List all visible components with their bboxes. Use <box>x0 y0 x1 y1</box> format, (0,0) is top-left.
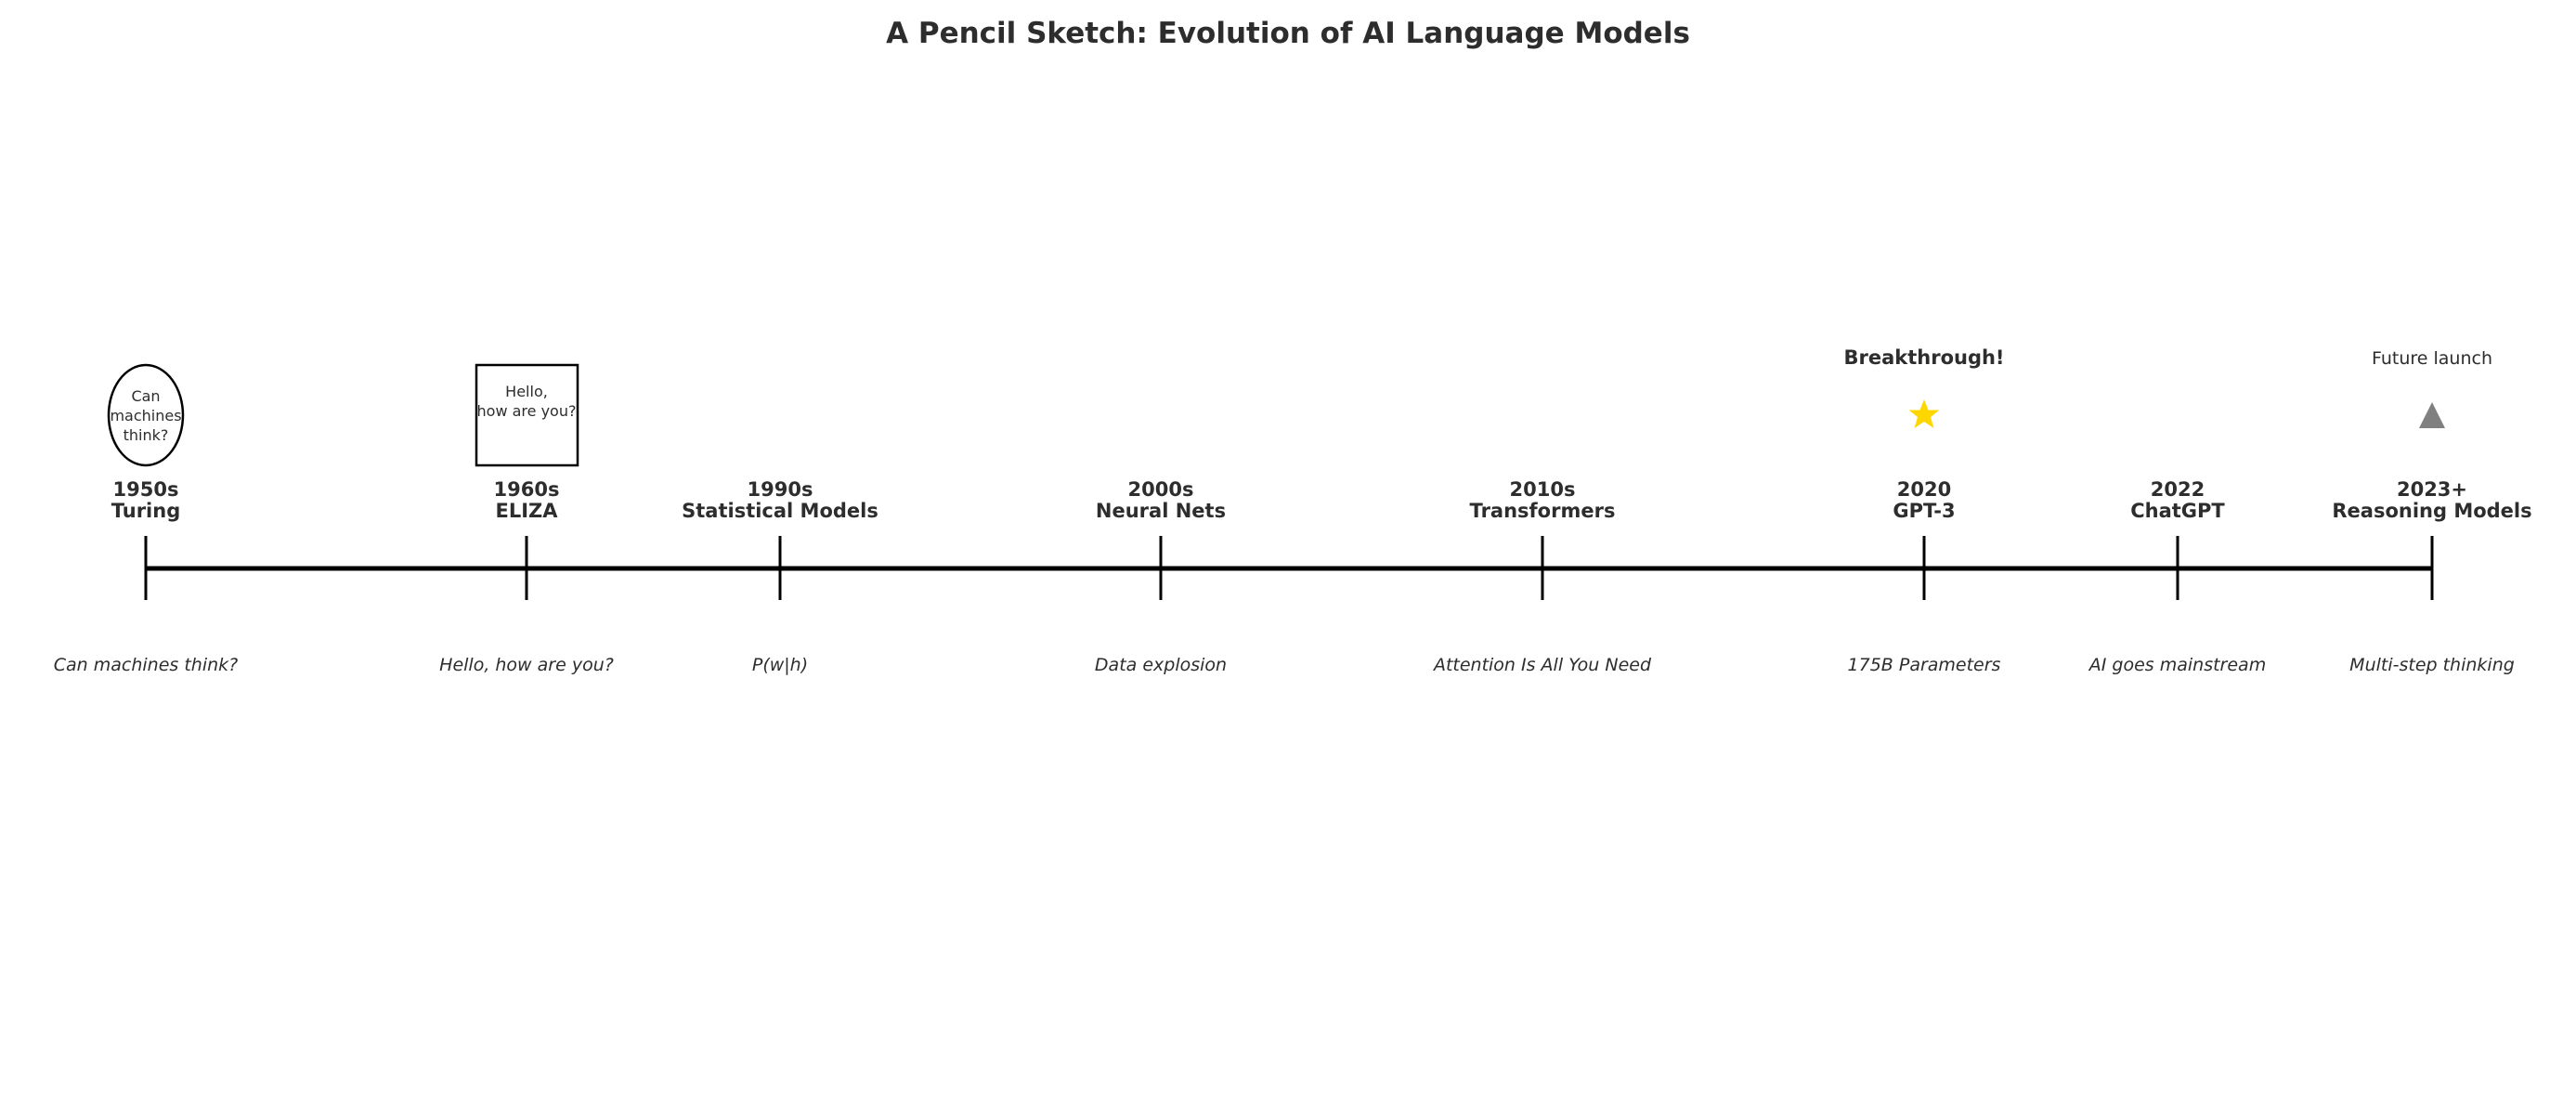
milestone-caption: AI goes mainstream <box>2088 655 2266 675</box>
milestone-name: Statistical Models <box>682 500 878 522</box>
eliza-chat-box: Hello, how are you? <box>475 363 579 467</box>
star-icon <box>1908 399 1940 428</box>
bubble-line: machines <box>110 407 181 424</box>
milestone-period: 1960s <box>494 478 560 501</box>
chat-line: how are you? <box>477 402 577 420</box>
milestone-period: 2010s <box>1510 478 1576 501</box>
milestone-caption: Attention Is All You Need <box>1432 655 1652 675</box>
milestone-name: Reasoning Models <box>2332 500 2531 522</box>
milestone-period: 2000s <box>1128 478 1194 501</box>
breakthrough-label: Breakthrough! <box>1843 346 2004 369</box>
milestone-name: ChatGPT <box>2130 500 2225 522</box>
milestone-period: 2023+ <box>2397 478 2467 501</box>
diagram-title: A Pencil Sketch: Evolution of AI Languag… <box>886 17 1690 50</box>
milestone-period: 1950s <box>113 478 179 501</box>
milestone-name: Turing <box>111 500 181 522</box>
milestone-period: 1990s <box>748 478 813 501</box>
milestone-name: Transformers <box>1470 500 1616 522</box>
milestone-caption: Hello, how are you? <box>439 655 614 675</box>
milestone-period: 2022 <box>2151 478 2205 501</box>
milestone-caption: 175B Parameters <box>1848 655 2001 675</box>
milestone-caption: Can machines think? <box>54 655 238 675</box>
milestone-caption: Multi-step thinking <box>2349 655 2515 675</box>
milestone-name: Neural Nets <box>1096 500 1226 522</box>
milestone-caption: Data explosion <box>1095 655 1227 675</box>
milestone-period: 2020 <box>1897 478 1951 501</box>
turing-thought-bubble: Can machines think? <box>107 363 185 467</box>
bubble-line: Can <box>131 387 160 405</box>
milestone-name: ELIZA <box>495 500 558 522</box>
milestone-caption: P(w|h) <box>752 655 808 675</box>
bubble-line: think? <box>124 426 169 444</box>
chat-line: Hello, <box>505 383 548 400</box>
milestone-name: GPT-3 <box>1893 500 1955 522</box>
triangle-rocket-icon <box>2419 402 2445 428</box>
future-launch-label: Future launch <box>2372 348 2492 369</box>
